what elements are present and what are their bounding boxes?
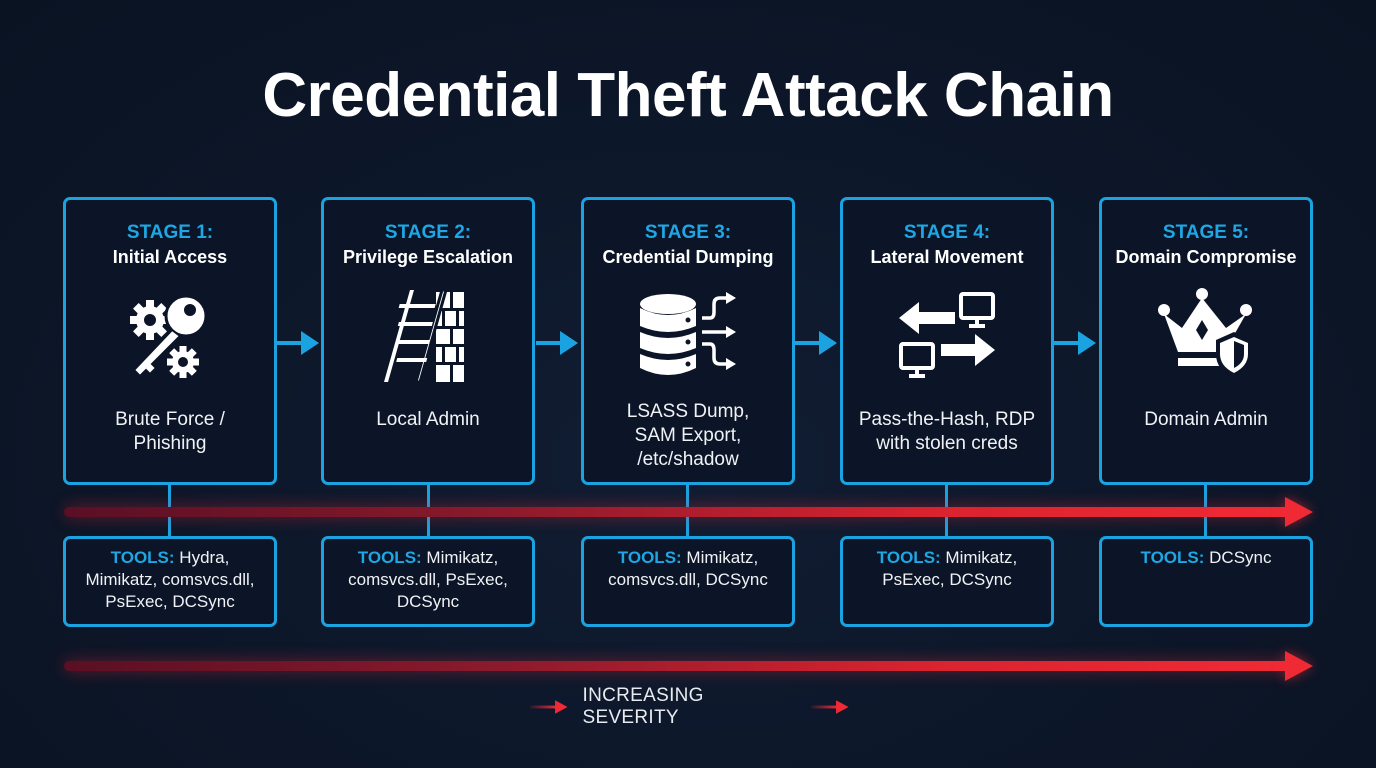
stage-name: Lateral Movement (870, 247, 1024, 267)
tools-box-stage-1: TOOLS: Hydra, Mimikatz, comsvcs.dll, PsE… (63, 536, 277, 627)
tools-label: TOOLS: (110, 548, 175, 567)
severity-arrowhead-icon (1285, 651, 1313, 681)
tools-box-stage-3: TOOLS: Mimikatz, comsvcs.dll, DCSync (581, 536, 795, 627)
stage-name: Domain Compromise (1115, 247, 1297, 267)
stage-description-line: SAM Export, (634, 425, 742, 446)
tools-list: PsExec, DCSync (882, 570, 1012, 589)
arrow-right-icon (536, 331, 578, 355)
arrow-right-icon (277, 331, 319, 355)
red-arrow-icon (530, 700, 568, 714)
stage-description-line: Pass-the-Hash, RDP (858, 409, 1036, 430)
stage-description-line: Domain Admin (1144, 409, 1268, 430)
stage-4-box: STAGE 4: Lateral Movement Pass-the-Hash,… (840, 197, 1054, 485)
stage-description-line: Phishing (133, 433, 207, 454)
stage-number: STAGE 5: (1162, 222, 1250, 243)
ladder-wall-icon (384, 288, 464, 383)
stage-description-line: with stolen creds (876, 433, 1018, 454)
severity-arrowhead-icon (1285, 497, 1313, 527)
stage-description-line: Brute Force / (115, 409, 225, 430)
tools-list: comsvcs.dll, PsExec, (348, 570, 508, 589)
key-gears-icon (130, 294, 208, 378)
stage-1-box: STAGE 1: Initial Access (63, 197, 277, 485)
severity-legend: INCREASING SEVERITY (530, 685, 850, 728)
stage-2-box: STAGE 2: Privilege Escalation Local Admi… (321, 197, 535, 485)
crown-shield-icon (1158, 288, 1252, 378)
database-export-icon (640, 292, 736, 375)
arrow-right-icon (1054, 331, 1096, 355)
tools-label: TOOLS: (357, 548, 422, 567)
tools-list: DCSync (1204, 548, 1272, 567)
tools-box-stage-4: TOOLS: Mimikatz, PsExec, DCSync (840, 536, 1054, 627)
tools-box-stage-5: TOOLS: DCSync (1099, 536, 1313, 627)
stage-number: STAGE 1: (126, 222, 214, 243)
stage-description-line: /etc/shadow (637, 449, 739, 470)
tools-list: PsExec, DCSync (105, 592, 235, 611)
computers-transfer-icon (899, 292, 995, 378)
stage-name: Initial Access (112, 247, 228, 267)
tools-box-stage-2: TOOLS: Mimikatz, comsvcs.dll, PsExec, DC… (321, 536, 535, 627)
arrow-right-icon (795, 331, 837, 355)
stage-5-box: STAGE 5: Domain Compromise Domain Admin (1099, 197, 1313, 485)
severity-bar (64, 507, 1290, 517)
severity-bar (64, 661, 1290, 671)
diagram-title: Credential Theft Attack Chain (262, 61, 1114, 130)
stage-name: Privilege Escalation (342, 247, 514, 267)
red-arrow-icon (811, 700, 850, 714)
tools-list: Hydra, (174, 548, 230, 567)
tools-list: Mimikatz, (421, 548, 499, 567)
tools-list: Mimikatz, (940, 548, 1018, 567)
stage-description-line: Local Admin (376, 409, 480, 430)
tools-label: TOOLS: (1140, 548, 1205, 567)
tools-label: TOOLS: (617, 548, 682, 567)
stage-number: STAGE 3: (644, 222, 732, 243)
stage-description-line: LSASS Dump, (626, 401, 750, 422)
severity-label: INCREASING SEVERITY (582, 685, 704, 728)
stage-number: STAGE 4: (903, 222, 991, 243)
tools-list: Mimikatz, (681, 548, 759, 567)
stage-number: STAGE 2: (384, 222, 472, 243)
tools-list: comsvcs.dll, DCSync (608, 570, 768, 589)
tools-label: TOOLS: (876, 548, 941, 567)
stage-name: Credential Dumping (602, 247, 774, 267)
tools-list: Mimikatz, comsvcs.dll, (85, 570, 255, 589)
stage-3-box: STAGE 3: Credential Dumping LSASS Dump, … (581, 197, 795, 485)
tools-list: DCSync (396, 592, 460, 611)
